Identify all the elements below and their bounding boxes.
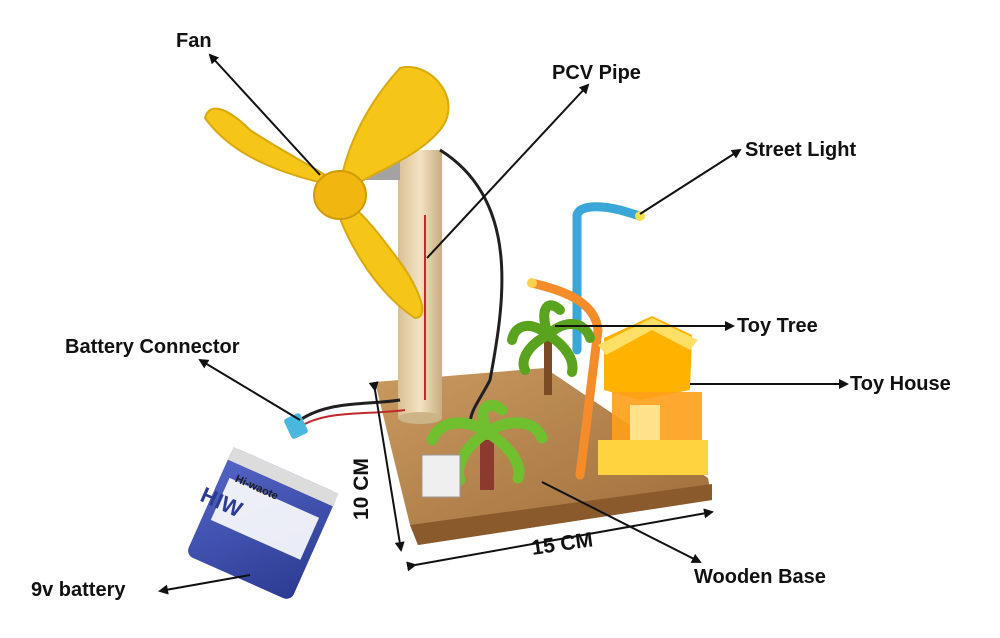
toy-tree-label: Toy Tree (737, 315, 818, 337)
fan (203, 65, 450, 320)
fan-label: Fan (176, 30, 212, 52)
battery-connector-label: Battery Connector (65, 336, 240, 358)
street-light-label: Street Light (745, 139, 857, 161)
battery-connector (284, 413, 308, 439)
pointer-arrows (158, 53, 849, 595)
toy-tree-back (507, 300, 595, 395)
toy-house-label: Toy House (850, 373, 951, 395)
wooden-base-label: Wooden Base (694, 566, 826, 588)
dimension-lines (368, 381, 714, 572)
toy-tree-front (421, 399, 548, 498)
toy-house (598, 316, 708, 475)
battery-label: 9v battery (31, 579, 126, 601)
pipe-label: PCV Pipe (552, 62, 641, 84)
height-dimension-label: 10 CM (350, 458, 373, 520)
pvc-pipe (398, 150, 442, 424)
orange-lamp (527, 278, 603, 480)
battery-9v (188, 446, 339, 599)
